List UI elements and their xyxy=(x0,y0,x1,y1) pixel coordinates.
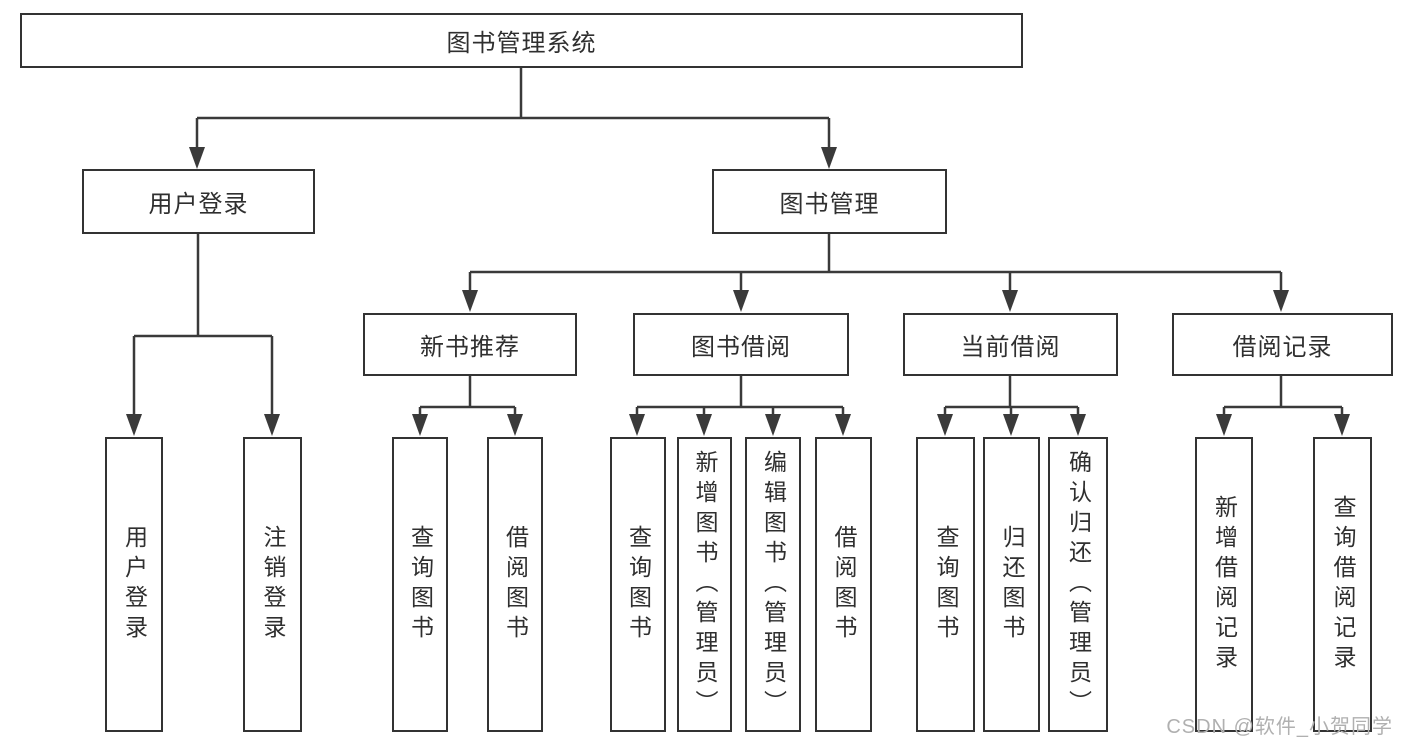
arrowhead xyxy=(733,290,749,312)
node-current-borrow: 当前借阅 xyxy=(903,313,1118,376)
arrowhead xyxy=(1070,414,1086,436)
arrowhead xyxy=(1334,414,1350,436)
node-user-login: 用户登录 xyxy=(82,169,315,234)
node-new-book-recommend: 新书推荐 xyxy=(363,313,577,376)
arrowhead xyxy=(462,290,478,312)
leaf-query-book-current: 查询图书 xyxy=(916,437,975,732)
leaf-borrow-book-recommend: 借阅图书 xyxy=(487,437,543,732)
leaf-query-book-recommend: 查询图书 xyxy=(392,437,448,732)
arrowhead xyxy=(1003,414,1019,436)
arrowhead xyxy=(937,414,953,436)
leaf-query-book-borrow: 查询图书 xyxy=(610,437,666,732)
leaf-borrow-book: 借阅图书 xyxy=(815,437,872,732)
leaf-add-book-admin: 新增图书（管理员） xyxy=(677,437,732,732)
leaf-query-borrow-record: 查询借阅记录 xyxy=(1313,437,1372,732)
leaf-return-book: 归还图书 xyxy=(983,437,1040,732)
node-book-borrow: 图书借阅 xyxy=(633,313,849,376)
arrowhead xyxy=(1002,290,1018,312)
arrowhead xyxy=(696,414,712,436)
connector-arrowheads xyxy=(126,147,1350,436)
leaf-edit-book-admin: 编辑图书（管理员） xyxy=(745,437,801,732)
arrowhead xyxy=(189,147,205,169)
arrowhead xyxy=(412,414,428,436)
arrowhead xyxy=(821,147,837,169)
arrowhead xyxy=(835,414,851,436)
arrowhead xyxy=(1216,414,1232,436)
arrowhead xyxy=(264,414,280,436)
node-borrow-records: 借阅记录 xyxy=(1172,313,1393,376)
leaf-add-borrow-record: 新增借阅记录 xyxy=(1195,437,1253,732)
arrowhead xyxy=(1273,290,1289,312)
arrowhead xyxy=(765,414,781,436)
node-library-management-system: 图书管理系统 xyxy=(20,13,1023,68)
arrowhead xyxy=(507,414,523,436)
node-book-management: 图书管理 xyxy=(712,169,947,234)
leaf-confirm-return-admin: 确认归还（管理员） xyxy=(1048,437,1108,732)
leaf-user-login: 用户登录 xyxy=(105,437,163,732)
arrowhead xyxy=(126,414,142,436)
arrowhead xyxy=(629,414,645,436)
leaf-logout-login: 注销登录 xyxy=(243,437,302,732)
watermark: CSDN @软件_小贺同学 xyxy=(1166,716,1393,738)
